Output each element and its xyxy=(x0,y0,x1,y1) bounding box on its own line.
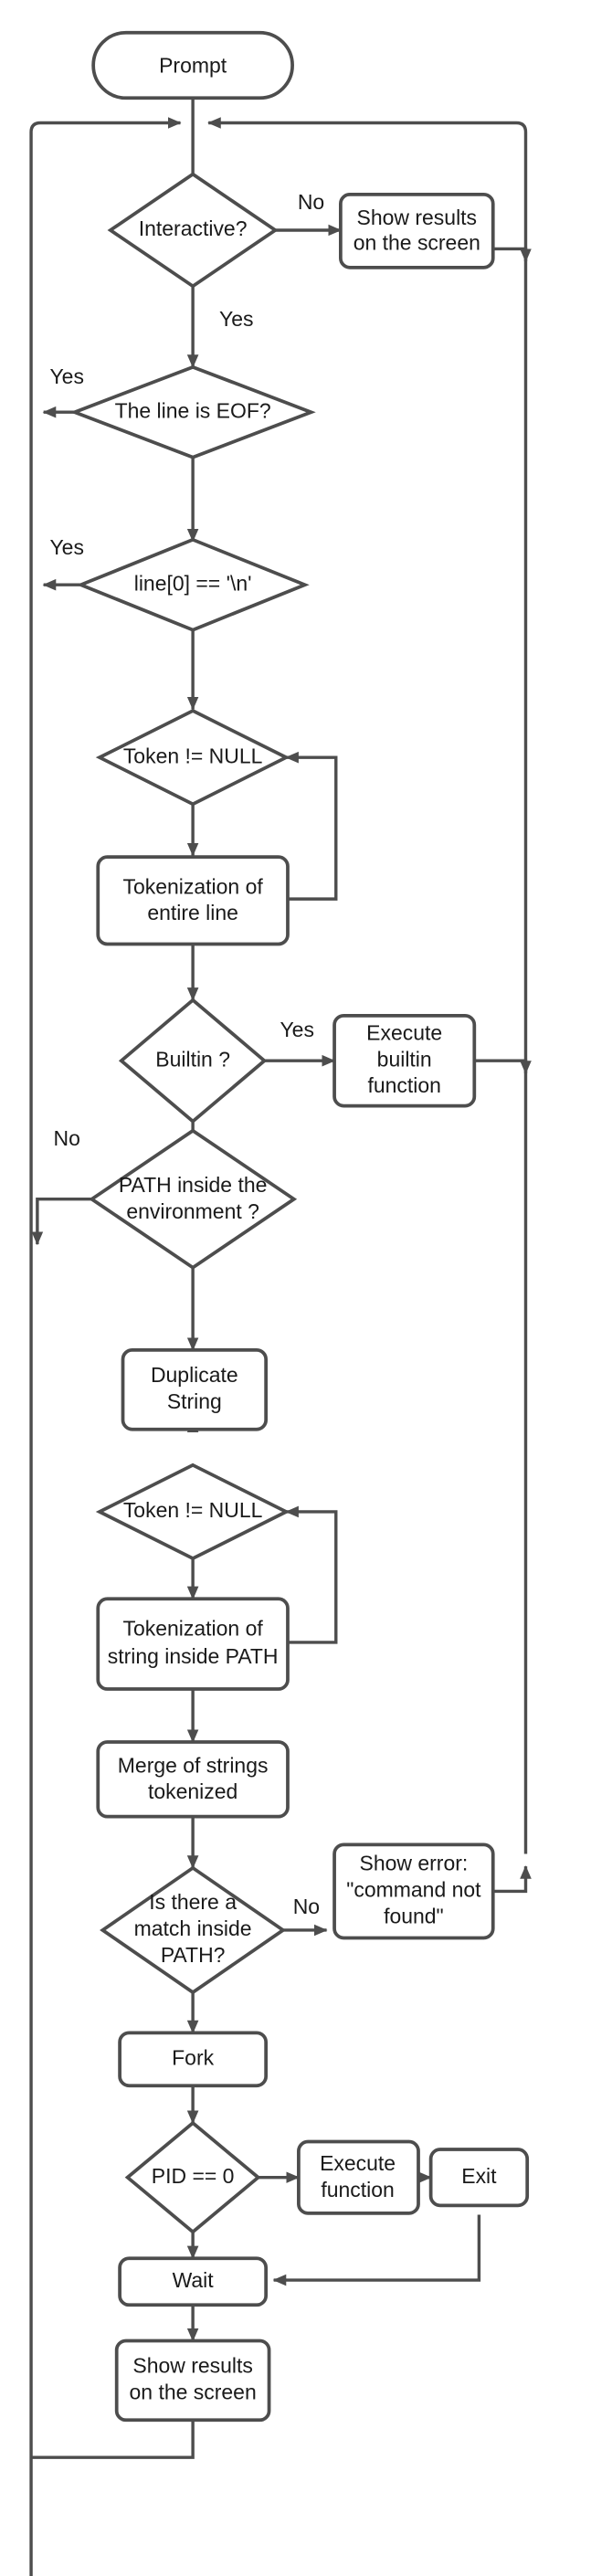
edge-tokenize2-loop xyxy=(285,1505,338,1644)
node-show-error[interactable]: Show error: "command not found" xyxy=(332,1842,495,1940)
edge-tokenize1-loop xyxy=(285,751,338,901)
node-dupstring-line1: Duplicate xyxy=(151,1363,238,1387)
edge-label-interactive-yes: Yes xyxy=(219,307,253,331)
node-layer: Prompt Interactive? Show results on the … xyxy=(69,30,530,2423)
node-fork-label: Fork xyxy=(172,2045,214,2069)
node-pid[interactable]: PID == 0 xyxy=(124,2120,261,2234)
edge-execbuiltin-to-rail xyxy=(474,1059,532,1074)
node-tokenize1-line1: Tokenization of xyxy=(123,874,264,898)
node-show-results-2-line1: Show results xyxy=(132,2353,253,2377)
node-matchpath-line3: PATH? xyxy=(161,1943,226,1967)
node-show-results-2[interactable]: Show results on the screen xyxy=(114,2338,271,2423)
node-prompt-label: Prompt xyxy=(159,53,227,77)
edge-label-eof-yes: Yes xyxy=(49,364,83,388)
node-wait-label: Wait xyxy=(173,2268,215,2292)
node-show-results-2-line2: on the screen xyxy=(130,2380,257,2403)
node-tokenize2-line2: string inside PATH xyxy=(108,1644,279,1668)
edge-pathenv-no xyxy=(31,1198,92,1246)
node-newline[interactable]: line[0] == '\n' xyxy=(76,537,310,632)
node-execute-builtin-function[interactable]: Execute builtin function xyxy=(332,1013,477,1108)
node-exit-label: Exit xyxy=(461,2164,497,2188)
node-matchpath-line1: Is there a xyxy=(149,1890,237,1914)
edge-label-builtin-yes: Yes xyxy=(280,1018,313,1041)
edge-label-matchpath-no: No xyxy=(293,1895,320,1918)
node-execbuiltin-line1: Execute xyxy=(366,1020,442,1044)
node-merge-line1: Merge of strings xyxy=(118,1753,269,1777)
node-newline-label: line[0] == '\n' xyxy=(134,571,252,595)
node-eof-label: The line is EOF? xyxy=(115,398,271,422)
node-fork[interactable]: Fork xyxy=(118,2031,269,2088)
node-showerror-line1: Show error: xyxy=(360,1852,469,1875)
node-execbuiltin-line3: function xyxy=(367,1073,440,1097)
edge-right-return-rail xyxy=(207,117,528,1854)
node-merge-strings[interactable]: Merge of strings tokenized xyxy=(96,1740,290,1819)
node-interactive[interactable]: Interactive? xyxy=(107,172,279,289)
node-execute-function[interactable]: Execute function xyxy=(297,2139,420,2215)
edge-label-layer: No Yes Yes Yes Yes No No xyxy=(49,190,324,1918)
node-pathenv-line1: PATH inside the xyxy=(119,1173,268,1197)
node-duplicate-string[interactable]: Duplicate String xyxy=(121,1348,269,1431)
node-dupstring-line2: String xyxy=(167,1389,222,1413)
node-show-results-1-line1: Show results xyxy=(357,206,478,229)
node-pid-label: PID == 0 xyxy=(152,2164,235,2188)
node-tokenize-string-inside-path[interactable]: Tokenization of string inside PATH xyxy=(96,1597,290,1691)
edge-show2-bottom-loop xyxy=(31,2420,195,2459)
node-exit[interactable]: Exit xyxy=(428,2148,530,2208)
node-execfunction-line1: Execute xyxy=(320,2151,396,2175)
edge-show1-to-rail xyxy=(492,247,532,263)
node-path-inside-environment[interactable]: PATH inside the environment ? xyxy=(89,1128,298,1270)
node-match-inside-path[interactable]: Is there a match inside PATH? xyxy=(100,1865,287,1995)
node-pathenv-line2: environment ? xyxy=(126,1199,259,1223)
node-execbuiltin-line2: builtin xyxy=(377,1047,432,1071)
node-token-2[interactable]: Token != NULL xyxy=(95,1462,290,1561)
edge-label-newline-yes: Yes xyxy=(49,535,83,559)
node-show-results-1[interactable]: Show results on the screen xyxy=(339,192,495,269)
node-builtin-label: Builtin ? xyxy=(155,1047,230,1071)
edge-left-return-rail xyxy=(29,117,182,2576)
node-builtin[interactable]: Builtin ? xyxy=(118,998,268,1124)
edge-showerror-to-rail xyxy=(492,1865,532,1894)
edge-label-builtin-no: No xyxy=(54,1126,80,1150)
node-merge-line2: tokenized xyxy=(148,1779,237,1803)
node-token-1[interactable]: Token != NULL xyxy=(95,709,290,807)
node-interactive-label: Interactive? xyxy=(139,216,248,240)
node-wait[interactable]: Wait xyxy=(118,2256,269,2307)
node-showerror-line2: "command not xyxy=(346,1877,481,1901)
node-token-2-label: Token != NULL xyxy=(123,1498,263,1522)
node-tokenize1-line2: entire line xyxy=(147,901,238,924)
node-tokenize-entire-line[interactable]: Tokenization of entire line xyxy=(96,855,290,946)
node-matchpath-line2: match inside xyxy=(134,1916,252,1940)
node-showerror-line3: found" xyxy=(384,1904,444,1927)
node-tokenize2-line1: Tokenization of xyxy=(123,1616,264,1640)
node-execfunction-line2: function xyxy=(321,2178,394,2201)
node-token-1-label: Token != NULL xyxy=(123,744,263,767)
node-show-results-1-line2: on the screen xyxy=(354,230,480,254)
node-eof[interactable]: The line is EOF? xyxy=(69,364,316,459)
edge-exit-to-wait xyxy=(272,2214,481,2286)
node-prompt[interactable]: Prompt xyxy=(91,30,294,100)
edge-label-interactive-no: No xyxy=(298,190,324,214)
